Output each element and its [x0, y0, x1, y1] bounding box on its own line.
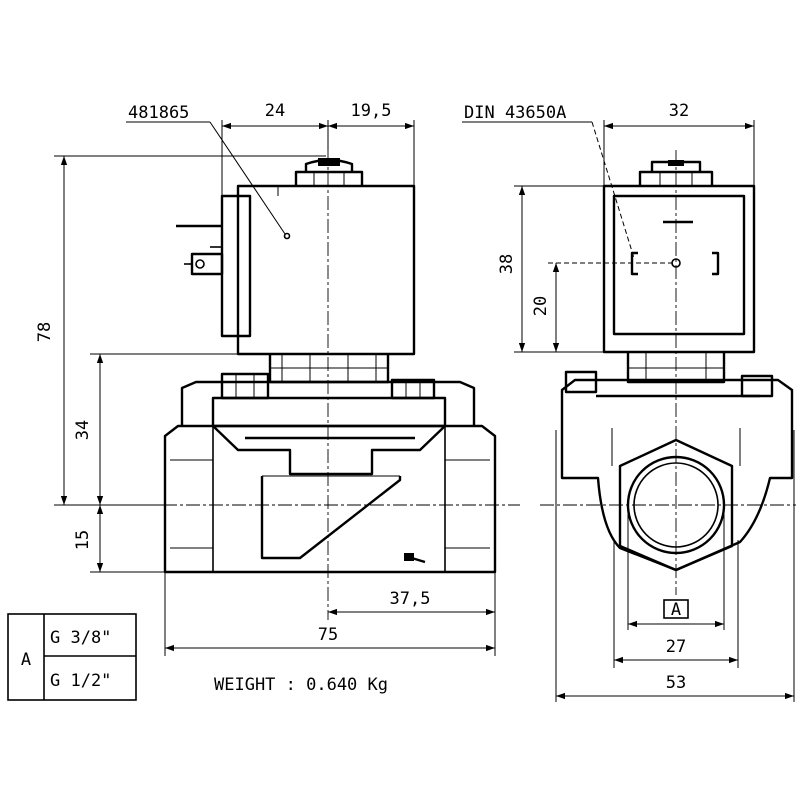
body-side	[560, 370, 794, 572]
dim-total-length: 75	[318, 625, 338, 645]
thread-table: A G 3/8" G 1/2"	[7, 613, 137, 701]
thread-row-1: G 3/8"	[50, 628, 111, 648]
weight-label: WEIGHT : 0.640 Kg	[214, 675, 388, 695]
dim-coil-right-width: 19,5	[351, 101, 392, 121]
dim-coil-left-width: 24	[265, 101, 285, 121]
front-view	[140, 150, 520, 620]
dim-coil-depth: 32	[669, 101, 689, 121]
coil-front	[176, 158, 416, 356]
dimension-lines	[54, 120, 795, 702]
dim-body-width: 53	[666, 673, 686, 693]
dim-port-across-flats: 27	[666, 637, 686, 657]
thread-row-2: G 1/2"	[50, 671, 111, 691]
dim-connector-height: 20	[531, 296, 551, 316]
part-number-label: 481865	[128, 103, 189, 123]
dim-body-to-coil: 34	[73, 420, 93, 440]
body-front	[163, 372, 497, 574]
dim-axis-to-bottom: 15	[73, 530, 93, 550]
din-connector-label: DIN 43650A	[464, 103, 566, 123]
dim-total-height: 78	[35, 322, 55, 342]
dim-half-length: 37,5	[390, 589, 431, 609]
coil-side	[602, 160, 756, 354]
thread-table-key: A	[21, 650, 31, 670]
dim-coil-height: 38	[497, 254, 517, 274]
port-tag: A	[671, 600, 681, 620]
side-view	[540, 150, 796, 595]
